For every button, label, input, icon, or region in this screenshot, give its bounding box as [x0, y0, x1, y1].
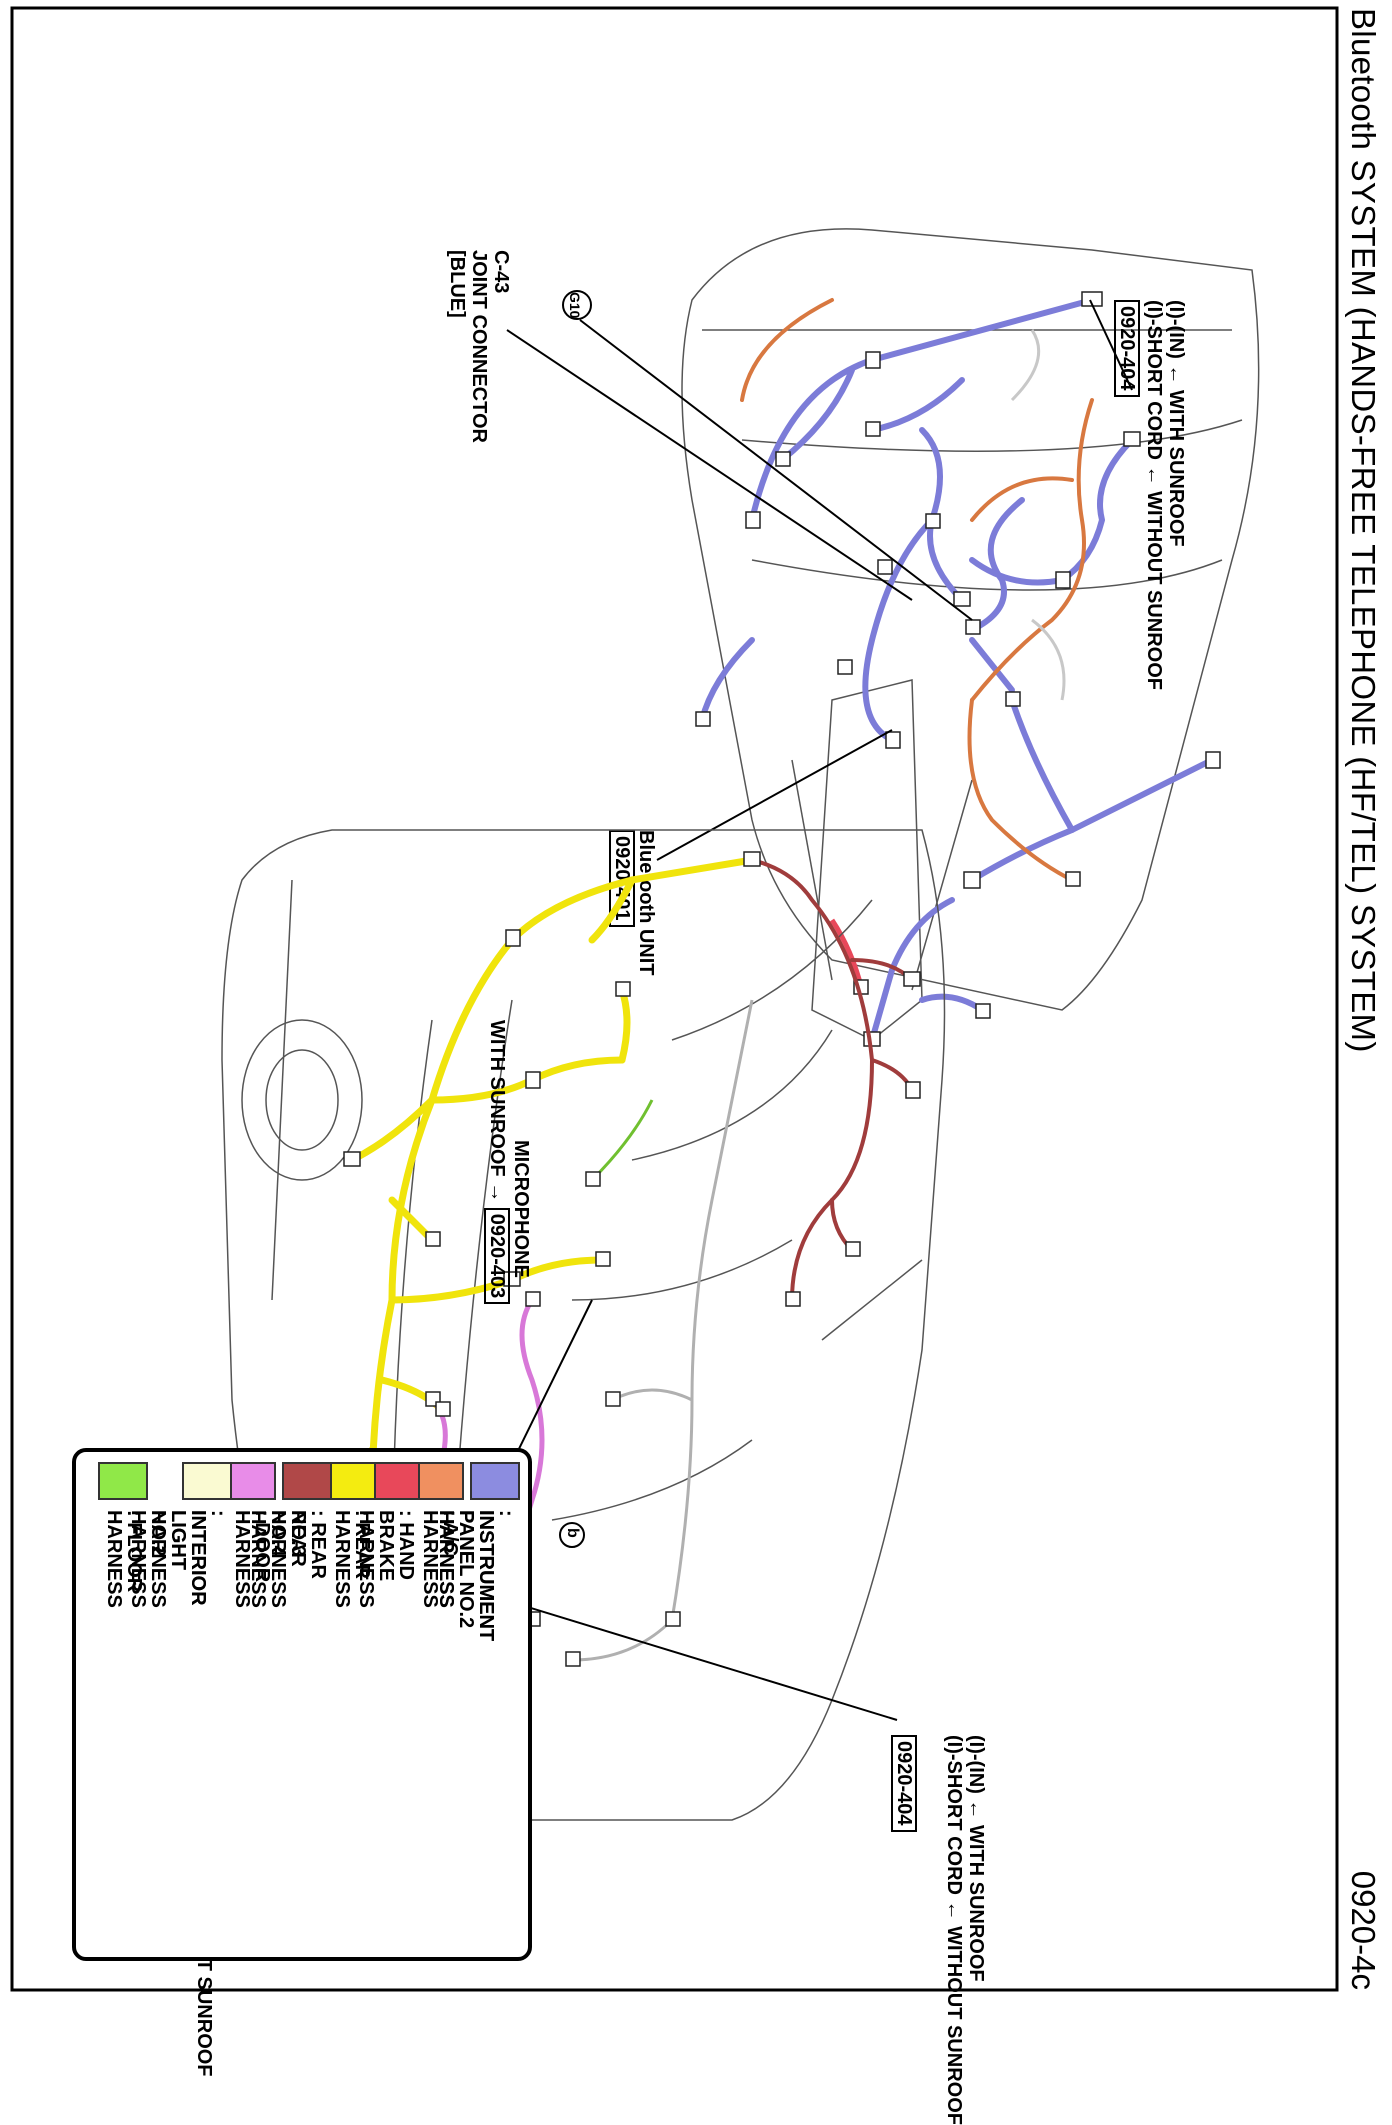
- rotated-diagram: Bluetooth SYSTEM (HANDS-FREE TELEPHONE (…: [10, 6, 1382, 2125]
- callout-mic-with-sunroof: MICROPHONE WITH SUNROOF → 0920-403: [484, 1020, 532, 1305]
- legend-swatch: [182, 1462, 232, 1500]
- marker-b-label: b: [564, 1528, 581, 1538]
- legend-swatch: [226, 1462, 276, 1500]
- legend-swatch: [98, 1462, 148, 1500]
- legend-label: : A/C HARNESS: [419, 1510, 461, 1608]
- callout-line: WITH SUNROOF →: [486, 1020, 508, 1203]
- legend-label: : FLOOR HARNESS: [103, 1510, 145, 1608]
- ref-code: 0920-404: [891, 1735, 917, 1832]
- dashboard-illustration: [506, 228, 1260, 1047]
- code-box-body-0920-404: 0920-404: [891, 1735, 917, 1832]
- ref-code: 0920-403: [484, 1207, 510, 1305]
- diagram-page: Bluetooth SYSTEM (HANDS-FREE TELEPHONE (…: [10, 6, 1382, 2125]
- callout-line: MICROPHONE: [510, 1140, 532, 1278]
- callout-line: (I)-(IN) ← WITH SUNROOF: [965, 1735, 987, 1982]
- marker-b-circle: [559, 1522, 585, 1548]
- callout-line: (I)-SHORT CORD ← WITHOUT SUNROOF: [943, 1735, 965, 2125]
- callout-body-0920-404: (I)-(IN) ← WITH SUNROOF (I)-SHORT CORD ←…: [943, 1735, 987, 2125]
- legend-swatch: [326, 1462, 376, 1500]
- g10-marker: [562, 290, 592, 320]
- legend-swatch: [414, 1462, 464, 1500]
- page-frame: [10, 6, 1339, 1992]
- legend-swatch: [370, 1462, 420, 1500]
- harness-color-legend: : INSTRUMENT PANEL HARNESS INSTRUMENT PA…: [72, 1448, 532, 1961]
- legend-label: : REAR HARNESS: [331, 1510, 373, 1608]
- legend-swatch: [470, 1462, 520, 1500]
- legend-swatch: [282, 1462, 332, 1500]
- legend-label: : DOOR HARNESS: [231, 1510, 273, 1608]
